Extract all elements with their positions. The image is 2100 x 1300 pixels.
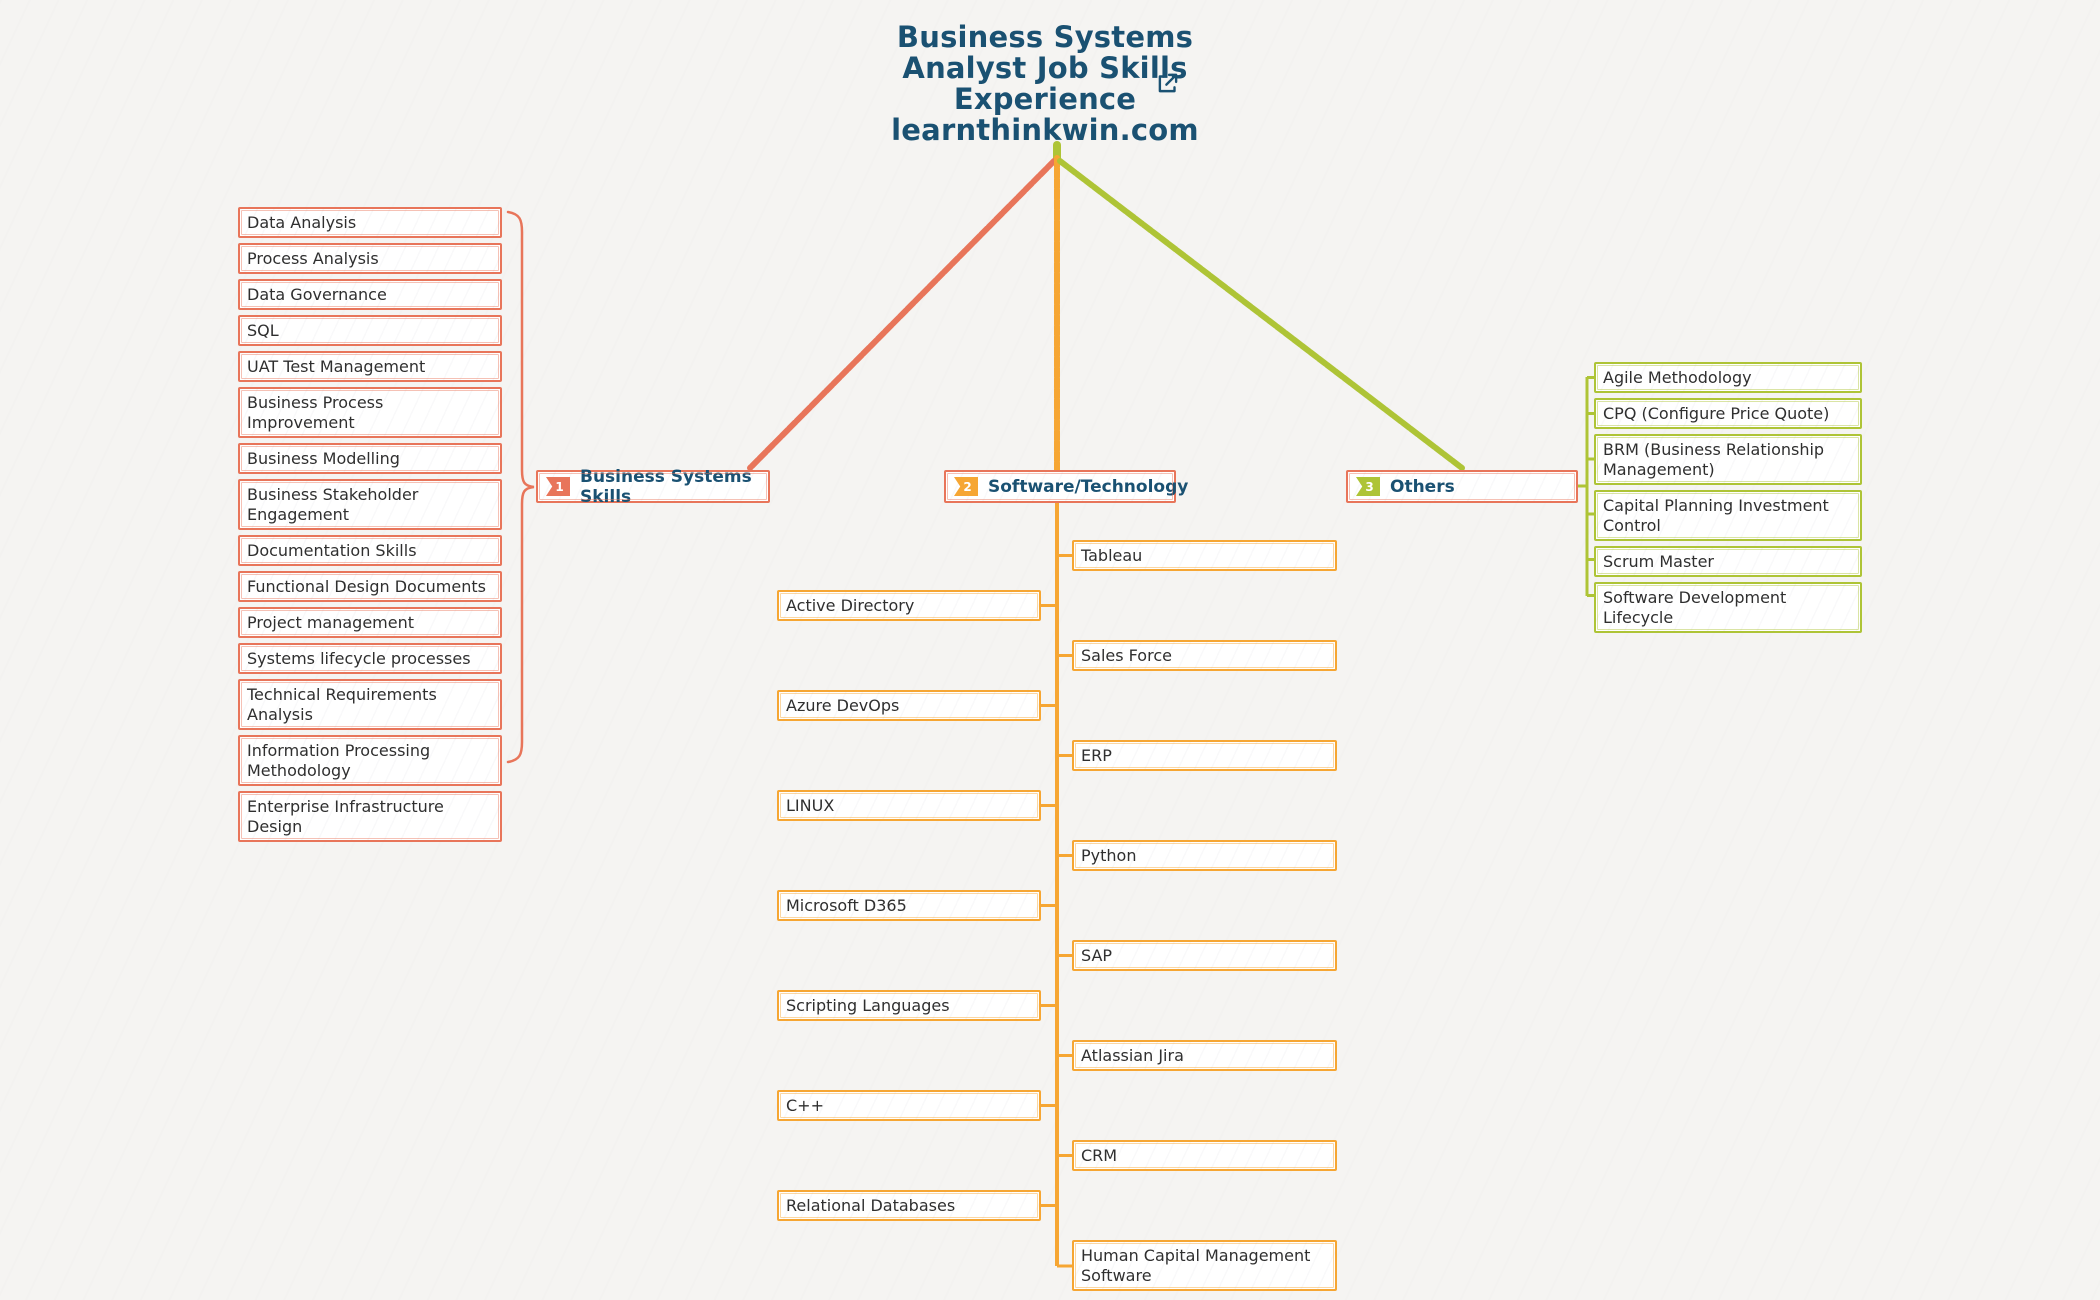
skill-item[interactable]: SQL <box>238 315 502 346</box>
skill-item[interactable]: Project management <box>238 607 502 638</box>
skill-item[interactable]: Data Governance <box>238 279 502 310</box>
branch-2-label: Software/Technology <box>988 476 1189 497</box>
tech-item[interactable]: Scripting Languages <box>777 990 1041 1021</box>
root-node-title[interactable]: Business Systems Analyst Job Skills Expe… <box>880 22 1210 146</box>
skill-item[interactable]: Data Analysis <box>238 207 502 238</box>
tech-item[interactable]: Microsoft D365 <box>777 890 1041 921</box>
branch-1-item-column: Data Analysis Process Analysis Data Gove… <box>238 207 502 842</box>
tech-item[interactable]: C++ <box>777 1090 1041 1121</box>
tech-item[interactable]: Relational Databases <box>777 1190 1041 1221</box>
skill-item[interactable]: Systems lifecycle processes <box>238 643 502 674</box>
other-item[interactable]: Scrum Master <box>1594 546 1862 577</box>
skill-item[interactable]: Documentation Skills <box>238 535 502 566</box>
other-item[interactable]: BRM (Business Relationship Management) <box>1594 434 1862 485</box>
title-line-4: learnthinkwin.com <box>891 113 1199 147</box>
branch-1-badge: 1 <box>546 477 570 496</box>
branch-node-business-systems-skills[interactable]: 1 Business Systems Skills <box>536 467 770 507</box>
branch-2-left-item-column: Active Directory Azure DevOps LINUX Micr… <box>777 590 1041 1221</box>
branch-1-label: Business Systems Skills <box>580 466 752 507</box>
external-link-icon[interactable] <box>1155 70 1181 96</box>
skill-item[interactable]: Information Processing Methodology <box>238 735 502 786</box>
tech-item[interactable]: Atlassian Jira <box>1072 1040 1337 1071</box>
skill-item[interactable]: Business Process Improvement <box>238 387 502 438</box>
tech-item[interactable]: LINUX <box>777 790 1041 821</box>
other-item[interactable]: Agile Methodology <box>1594 362 1862 393</box>
other-item[interactable]: CPQ (Configure Price Quote) <box>1594 398 1862 429</box>
skill-item[interactable]: Technical Requirements Analysis <box>238 679 502 730</box>
skill-item[interactable]: Business Stakeholder Engagement <box>238 479 502 530</box>
tech-item[interactable]: Sales Force <box>1072 640 1337 671</box>
branch3-connector <box>1057 158 1465 471</box>
tech-item[interactable]: ERP <box>1072 740 1337 771</box>
tech-item[interactable]: Human Capital Management Software <box>1072 1240 1337 1291</box>
tech-item[interactable]: Python <box>1072 840 1337 871</box>
title-line-1: Business Systems <box>896 20 1194 54</box>
branch-node-software-technology[interactable]: 2 Software/Technology <box>944 470 1188 503</box>
skill-item[interactable]: Business Modelling <box>238 443 502 474</box>
skill-item[interactable]: Process Analysis <box>238 243 502 274</box>
branch1-connector <box>747 158 1057 471</box>
branch-3-label: Others <box>1390 476 1455 497</box>
other-item[interactable]: Software Development Lifecycle <box>1594 582 1862 633</box>
branch-2-badge: 2 <box>954 477 978 496</box>
title-line-3: Experience <box>953 82 1137 116</box>
skill-item[interactable]: Functional Design Documents <box>238 571 502 602</box>
tech-item[interactable]: Azure DevOps <box>777 690 1041 721</box>
other-item[interactable]: Capital Planning Investment Control <box>1594 490 1862 541</box>
skill-item[interactable]: UAT Test Management <box>238 351 502 382</box>
branch-3-badge: 3 <box>1356 477 1380 496</box>
tech-item[interactable]: SAP <box>1072 940 1337 971</box>
tech-item[interactable]: CRM <box>1072 1140 1337 1171</box>
branch1-brace <box>506 210 535 764</box>
title-line-2: Analyst Job Skills <box>902 51 1188 85</box>
branch-node-others[interactable]: 3 Others <box>1346 470 1578 503</box>
branch-2-right-item-column: Tableau Sales Force ERP Python SAP Atlas… <box>1072 540 1337 1291</box>
branch-3-item-column: Agile Methodology CPQ (Configure Price Q… <box>1594 362 1862 633</box>
tech-item[interactable]: Active Directory <box>777 590 1041 621</box>
skill-item[interactable]: Enterprise Infrastructure Design <box>238 791 502 842</box>
tech-item[interactable]: Tableau <box>1072 540 1337 571</box>
